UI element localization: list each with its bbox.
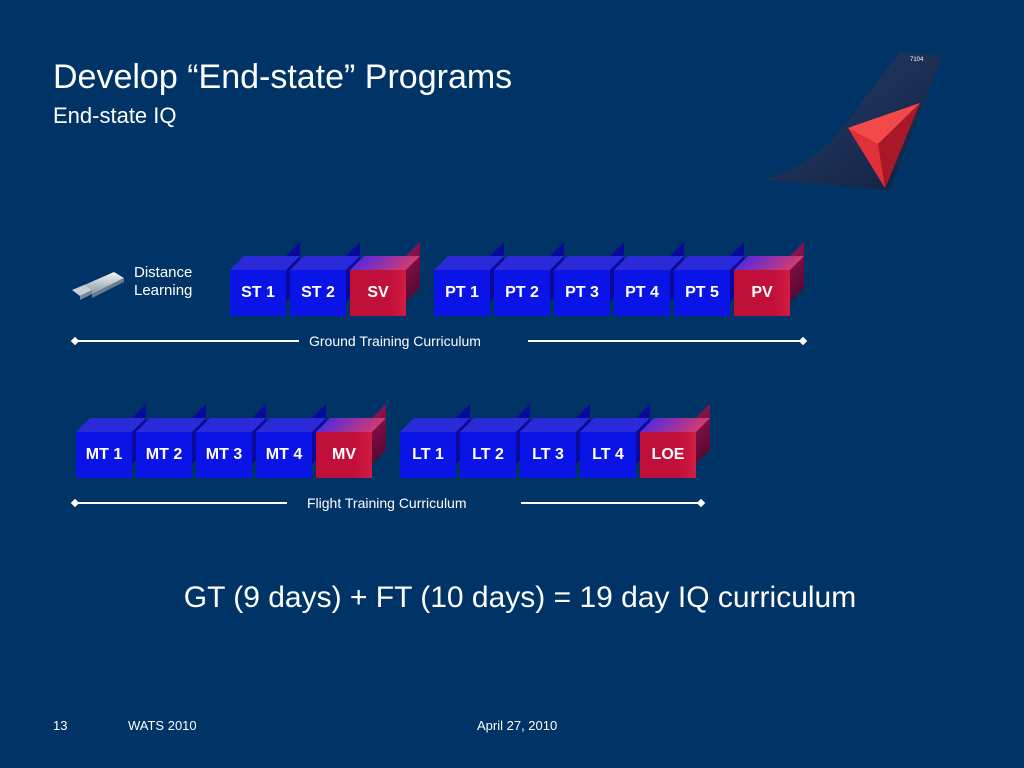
module-label: SV: [367, 284, 389, 301]
module-label: LT 3: [532, 446, 564, 463]
block-front-face: [434, 270, 490, 316]
training-module-block: MT 2: [136, 404, 206, 478]
distance-learning-line2: Learning: [134, 282, 193, 299]
module-label: PT 4: [625, 284, 659, 301]
block-front-face: [316, 432, 372, 478]
module-label: LT 2: [472, 446, 504, 463]
module-label: MT 1: [85, 446, 123, 463]
airline-tail-logo: 7104: [764, 52, 942, 190]
module-label: PV: [751, 284, 773, 301]
training-module-block: PT 2: [494, 242, 564, 316]
block-front-face: [734, 270, 790, 316]
block-front-face: [674, 270, 730, 316]
module-label: PT 3: [565, 284, 599, 301]
block-front-face: [230, 270, 286, 316]
module-label: PT 2: [505, 284, 539, 301]
module-label: LT 1: [412, 446, 444, 463]
block-front-face: [256, 432, 312, 478]
block-front-face: [494, 270, 550, 316]
block-front-face: [196, 432, 252, 478]
ground-curriculum-line-right: [528, 340, 804, 342]
footer-date: April 27, 2010: [477, 718, 558, 733]
training-module-block: LT 2: [460, 404, 530, 478]
training-module-block: MT 4: [256, 404, 326, 478]
validation-module-block: MV: [316, 404, 386, 478]
block-front-face: [554, 270, 610, 316]
ground-curriculum-start-marker: [70, 336, 80, 346]
distance-learning-label: Distance Learning: [134, 264, 192, 300]
block-front-face: [400, 432, 456, 478]
block-front-face: [290, 270, 346, 316]
module-label: LT 4: [592, 446, 624, 463]
block-front-face: [580, 432, 636, 478]
ground-training-curriculum-label: Ground Training Curriculum: [309, 333, 481, 349]
training-module-block: ST 1: [230, 242, 300, 316]
footer-page-number: 13: [53, 718, 68, 733]
block-side-face: [372, 404, 386, 464]
training-module-block: LT 3: [520, 404, 590, 478]
block-side-face: [696, 404, 710, 464]
distance-learning-line1: Distance: [134, 264, 193, 281]
block-side-face: [406, 242, 420, 302]
module-label: MT 4: [265, 446, 303, 463]
training-module-block: LT 1: [400, 404, 470, 478]
block-side-face: [790, 242, 804, 302]
module-label: LOE: [651, 446, 685, 463]
flight-curriculum-start-marker: [70, 498, 80, 508]
page-subtitle: End-state IQ: [53, 103, 177, 128]
validation-module-block: PV: [734, 242, 804, 316]
module-label: MT 2: [145, 446, 183, 463]
flight-curriculum-line-right: [521, 502, 702, 504]
module-label: PT 5: [685, 284, 719, 301]
page-title: Develop “End-state” Programs: [53, 58, 513, 96]
block-front-face: [136, 432, 192, 478]
block-front-face: [76, 432, 132, 478]
training-module-block: MT 3: [196, 404, 266, 478]
module-label: MT 3: [205, 446, 243, 463]
validation-module-block: SV: [350, 242, 420, 316]
module-label: ST 2: [301, 284, 335, 301]
training-module-block: MT 1: [76, 404, 146, 478]
ground-curriculum-end-marker: [798, 336, 808, 346]
training-module-block: LT 4: [580, 404, 650, 478]
training-module-block: PT 1: [434, 242, 504, 316]
block-front-face: [350, 270, 406, 316]
module-label: PT 1: [445, 284, 479, 301]
block-front-face: [460, 432, 516, 478]
tail-number: 7104: [910, 57, 924, 63]
training-module-block: ST 2: [290, 242, 360, 316]
module-label: ST 1: [241, 284, 275, 301]
curriculum-summary: GT (9 days) + FT (10 days) = 19 day IQ c…: [183, 581, 857, 614]
block-front-face: [520, 432, 576, 478]
block-front-face: [640, 432, 696, 478]
ground-curriculum-line-left: [76, 340, 299, 342]
validation-module-block: LOE: [640, 404, 710, 478]
training-module-block: PT 3: [554, 242, 624, 316]
flight-training-curriculum-label: Flight Training Curriculum: [307, 495, 467, 511]
flight-curriculum-line-left: [76, 502, 287, 504]
footer-event: WATS 2010: [128, 718, 197, 733]
flight-curriculum-end-marker: [696, 498, 706, 508]
training-module-block: PT 5: [674, 242, 744, 316]
module-label: MV: [332, 446, 356, 463]
block-front-face: [614, 270, 670, 316]
usb-drive-icon: [72, 272, 124, 300]
training-module-block: PT 4: [614, 242, 684, 316]
